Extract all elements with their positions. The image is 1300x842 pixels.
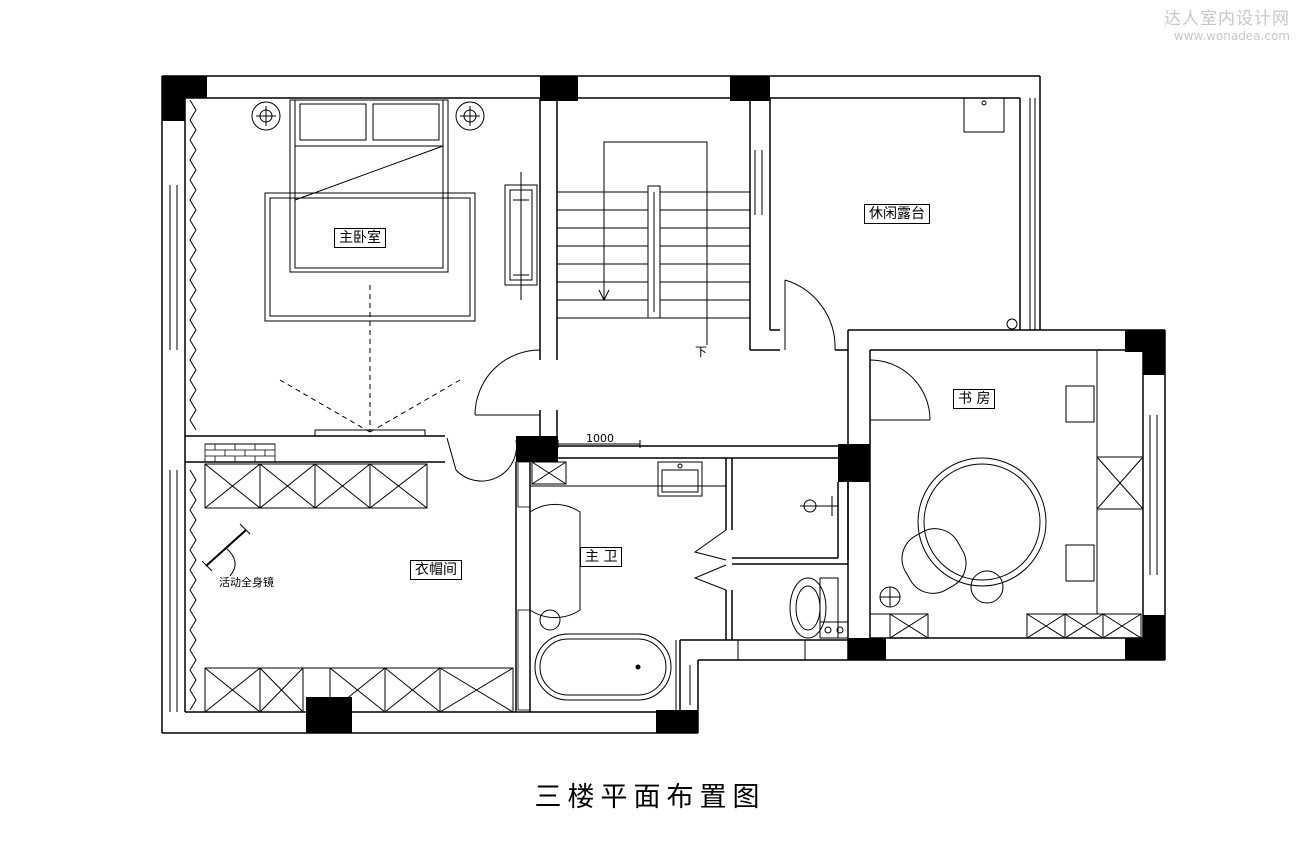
note-dimension: 1000	[586, 432, 614, 445]
watermark-url: www.wonadea.com	[1173, 29, 1290, 43]
room-label-leisure-terrace: 休闲露台	[864, 204, 930, 224]
bedroom-furniture	[251, 99, 538, 437]
doors	[446, 279, 931, 619]
brick-hatch	[204, 443, 531, 711]
wardrobes	[201, 463, 514, 713]
watermark: 达人室内设计网 www.wonadea.com	[1164, 4, 1290, 43]
room-label-master-bath: 主 卫	[580, 547, 623, 567]
room-label-cloakroom: 衣帽间	[410, 560, 462, 580]
watermark-title: 达人室内设计网	[1164, 9, 1290, 29]
room-label-master-bedroom: 主卧室	[334, 228, 386, 248]
dimension-line	[557, 440, 641, 448]
study-furniture	[869, 350, 1144, 639]
terrace-fixtures	[963, 97, 1018, 330]
outer-walls	[161, 75, 1166, 734]
stairs	[556, 141, 751, 345]
plan-caption: 三楼平面布置图	[534, 782, 766, 813]
windows	[169, 98, 1158, 712]
curtains	[189, 99, 197, 711]
bath-fixtures	[531, 461, 849, 701]
note-movable-mirror: 活动全身镜	[219, 576, 274, 589]
columns	[162, 76, 1165, 733]
note-stair-down: 下	[695, 345, 708, 359]
room-label-study: 书 房	[953, 389, 996, 409]
